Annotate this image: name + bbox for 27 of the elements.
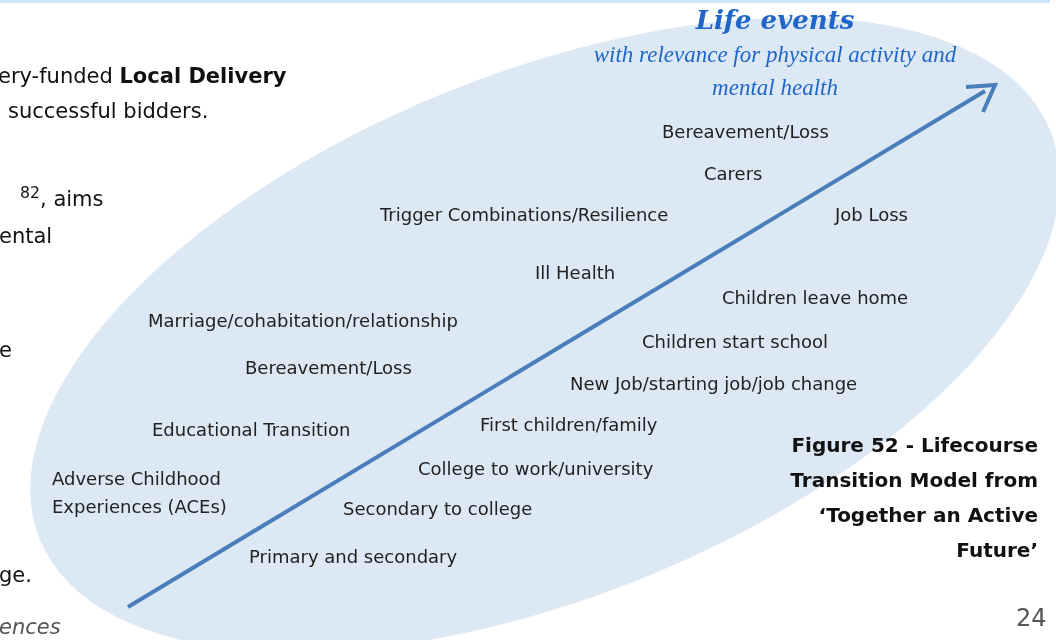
- life-event-label: Children start school: [642, 330, 828, 354]
- page-number: 24: [1016, 604, 1047, 632]
- diagram-heading: Life events: [694, 4, 856, 36]
- life-event-label: First children/family: [480, 413, 658, 437]
- life-event-label: Bereavement/Loss: [245, 356, 412, 380]
- life-event-label: Educational Transition: [152, 418, 351, 442]
- life-event-label: Ill Health: [535, 261, 616, 285]
- life-event-label: Adverse Childhood Experiences (ACEs): [52, 467, 228, 519]
- life-event-label: Marriage/cohabitation/relationship: [148, 309, 458, 333]
- life-event-label: New Job/starting job/job change: [570, 372, 858, 396]
- life-event-label: Bereavement/Loss: [662, 120, 829, 144]
- body-text: ental: [0, 223, 53, 250]
- life-event-label: Job Loss: [835, 203, 908, 227]
- body-text: ery-funded Local Delivery: [0, 63, 287, 90]
- life-event-label: Primary and secondary: [249, 545, 458, 569]
- life-event-label: Children leave home: [722, 286, 909, 310]
- figure-caption: Figure 52 - Lifecourse Transition Model from ‘Together an Active Future’: [789, 432, 1038, 564]
- life-event-label: College to work/university: [418, 457, 654, 481]
- body-text: ge.: [0, 562, 32, 589]
- body-text: ences: [0, 614, 61, 640]
- heading-subtitle: with relevance for physical activity and mental health: [592, 41, 958, 102]
- body-text: successful bidders.: [8, 98, 209, 125]
- body-text: e: [0, 337, 12, 364]
- body-text: $^{82}$, aims: [20, 185, 104, 213]
- life-event-label: Trigger Combinations/Resilience: [380, 203, 669, 227]
- life-event-label: Carers: [704, 162, 763, 186]
- life-event-label: Secondary to college: [343, 497, 533, 521]
